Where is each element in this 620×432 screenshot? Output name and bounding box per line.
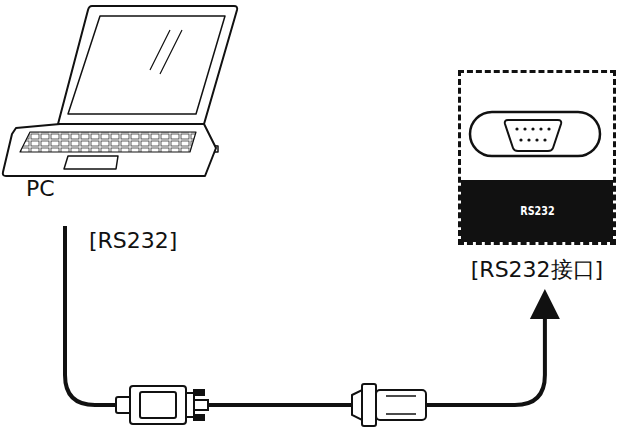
pc-node: PC (0, 0, 240, 202)
laptop (3, 6, 237, 176)
cable (65, 226, 560, 426)
port-housing: RS232 (458, 70, 616, 245)
arrow-head (530, 289, 560, 319)
plug-body (130, 386, 186, 424)
db9-port (470, 112, 600, 156)
device-label: PC (26, 176, 55, 202)
plug-screw (194, 390, 204, 395)
cable-label: [RS232] (87, 228, 179, 254)
port-caption: [RS232接口] (458, 257, 616, 283)
male-plug (116, 386, 208, 424)
port-band: RS232 (461, 180, 613, 242)
plug-face (194, 400, 208, 410)
port-name: RS232 (520, 204, 554, 218)
plug-shell (186, 393, 194, 417)
socket-face (352, 390, 362, 420)
port-node: RS232 [RS232接口] (458, 70, 616, 283)
socket-ridge (386, 396, 416, 414)
female-plug (352, 384, 426, 426)
socket-body (376, 390, 426, 420)
plug-screw (194, 415, 204, 420)
socket-flange (362, 384, 376, 426)
plug-grip (140, 392, 176, 418)
cable-line (65, 226, 545, 405)
